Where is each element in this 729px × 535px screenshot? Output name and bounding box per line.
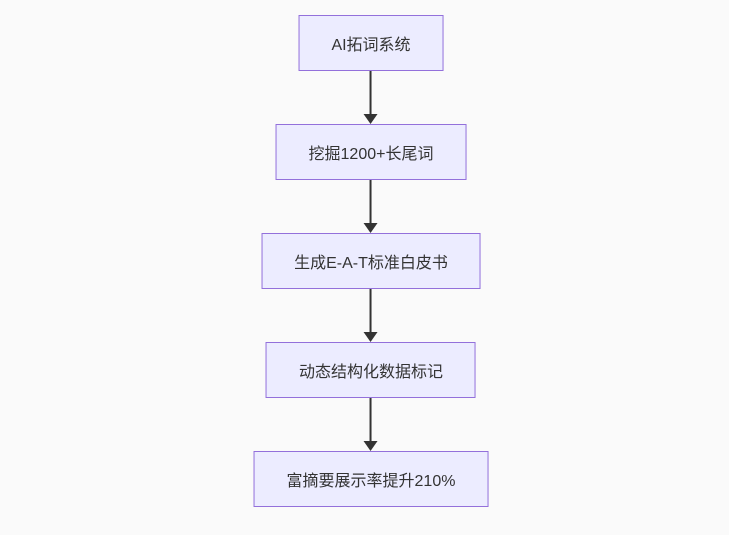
- arrowhead-icon: [364, 223, 378, 233]
- flow-node-dynamic-structured-data: 动态结构化数据标记: [265, 342, 476, 398]
- arrowhead-icon: [364, 332, 378, 342]
- arrowhead-icon: [364, 441, 378, 451]
- flow-node-mine-longtail-keywords: 挖掘1200+长尾词: [275, 124, 467, 180]
- arrow-down-1: [364, 71, 378, 124]
- arrow-line: [370, 180, 372, 223]
- arrow-line: [370, 398, 372, 441]
- arrowhead-icon: [364, 114, 378, 124]
- flow-node-rich-snippet-uplift: 富摘要展示率提升210%: [253, 451, 489, 507]
- flow-node-ai-keyword-system: AI拓词系统: [298, 15, 444, 71]
- arrow-down-2: [364, 180, 378, 233]
- flow-node-generate-eat-whitepaper: 生成E-A-T标准白皮书: [261, 233, 481, 289]
- flowchart-column: AI拓词系统 挖掘1200+长尾词 生成E-A-T标准白皮书 动态结构化数据标记: [253, 15, 489, 507]
- arrow-down-3: [364, 289, 378, 342]
- arrow-line: [370, 71, 372, 114]
- arrow-down-4: [364, 398, 378, 451]
- flow-node-label: 生成E-A-T标准白皮书: [294, 255, 448, 272]
- flow-node-label: AI拓词系统: [331, 37, 411, 54]
- flow-node-label: 富摘要展示率提升210%: [286, 473, 456, 490]
- flow-node-label: 挖掘1200+长尾词: [308, 146, 434, 163]
- arrow-line: [370, 289, 372, 332]
- flow-node-label: 动态结构化数据标记: [298, 364, 443, 381]
